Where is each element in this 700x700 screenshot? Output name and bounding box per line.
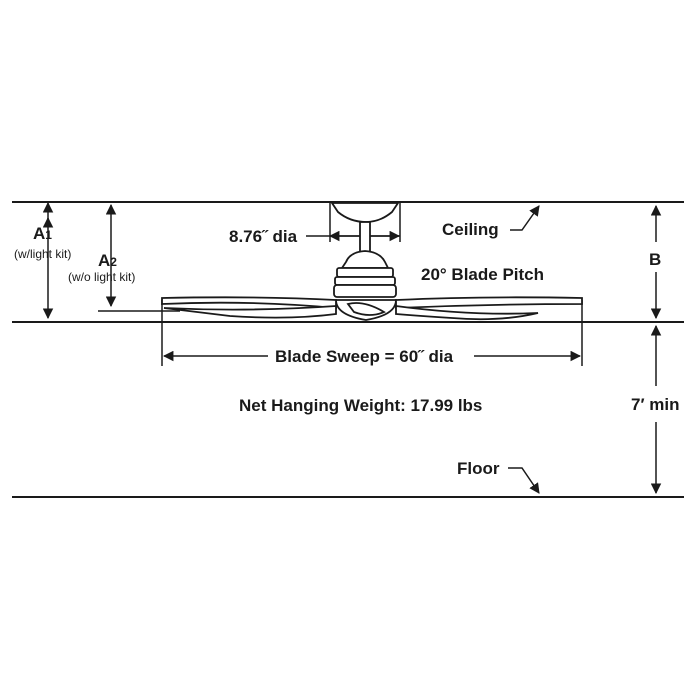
floor-label: Floor (457, 459, 500, 478)
net-weight-label: Net Hanging Weight: 17.99 lbs (239, 396, 483, 415)
min-height-label: 7′ min (631, 395, 680, 414)
blade-sweep-label: Blade Sweep = 60˝ dia (275, 347, 454, 366)
a2-note: (w/o light kit) (68, 270, 136, 284)
a1-label: A1 (33, 224, 52, 243)
fan-downrod (359, 221, 371, 253)
canopy-diameter-label: 8.76˝ dia (229, 227, 298, 246)
fan-blade-left-lower (163, 305, 337, 319)
fan-blade-right-lower (395, 304, 539, 321)
floor-leader (508, 467, 540, 494)
b-label: B (649, 250, 662, 269)
a2-label: A2 (98, 251, 117, 270)
fan-blade-left-upper (161, 296, 337, 309)
fan-blade-right-upper (395, 296, 583, 309)
fan-motor-housing (340, 250, 390, 269)
blade-pitch-label: 20° Blade Pitch (421, 265, 545, 284)
a1-note: (w/light kit) (14, 247, 72, 261)
ceiling-leader (510, 205, 540, 231)
ceiling-fan-drawing (161, 202, 583, 321)
ceiling-label: Ceiling (442, 220, 499, 239)
fan-canopy (330, 202, 400, 223)
